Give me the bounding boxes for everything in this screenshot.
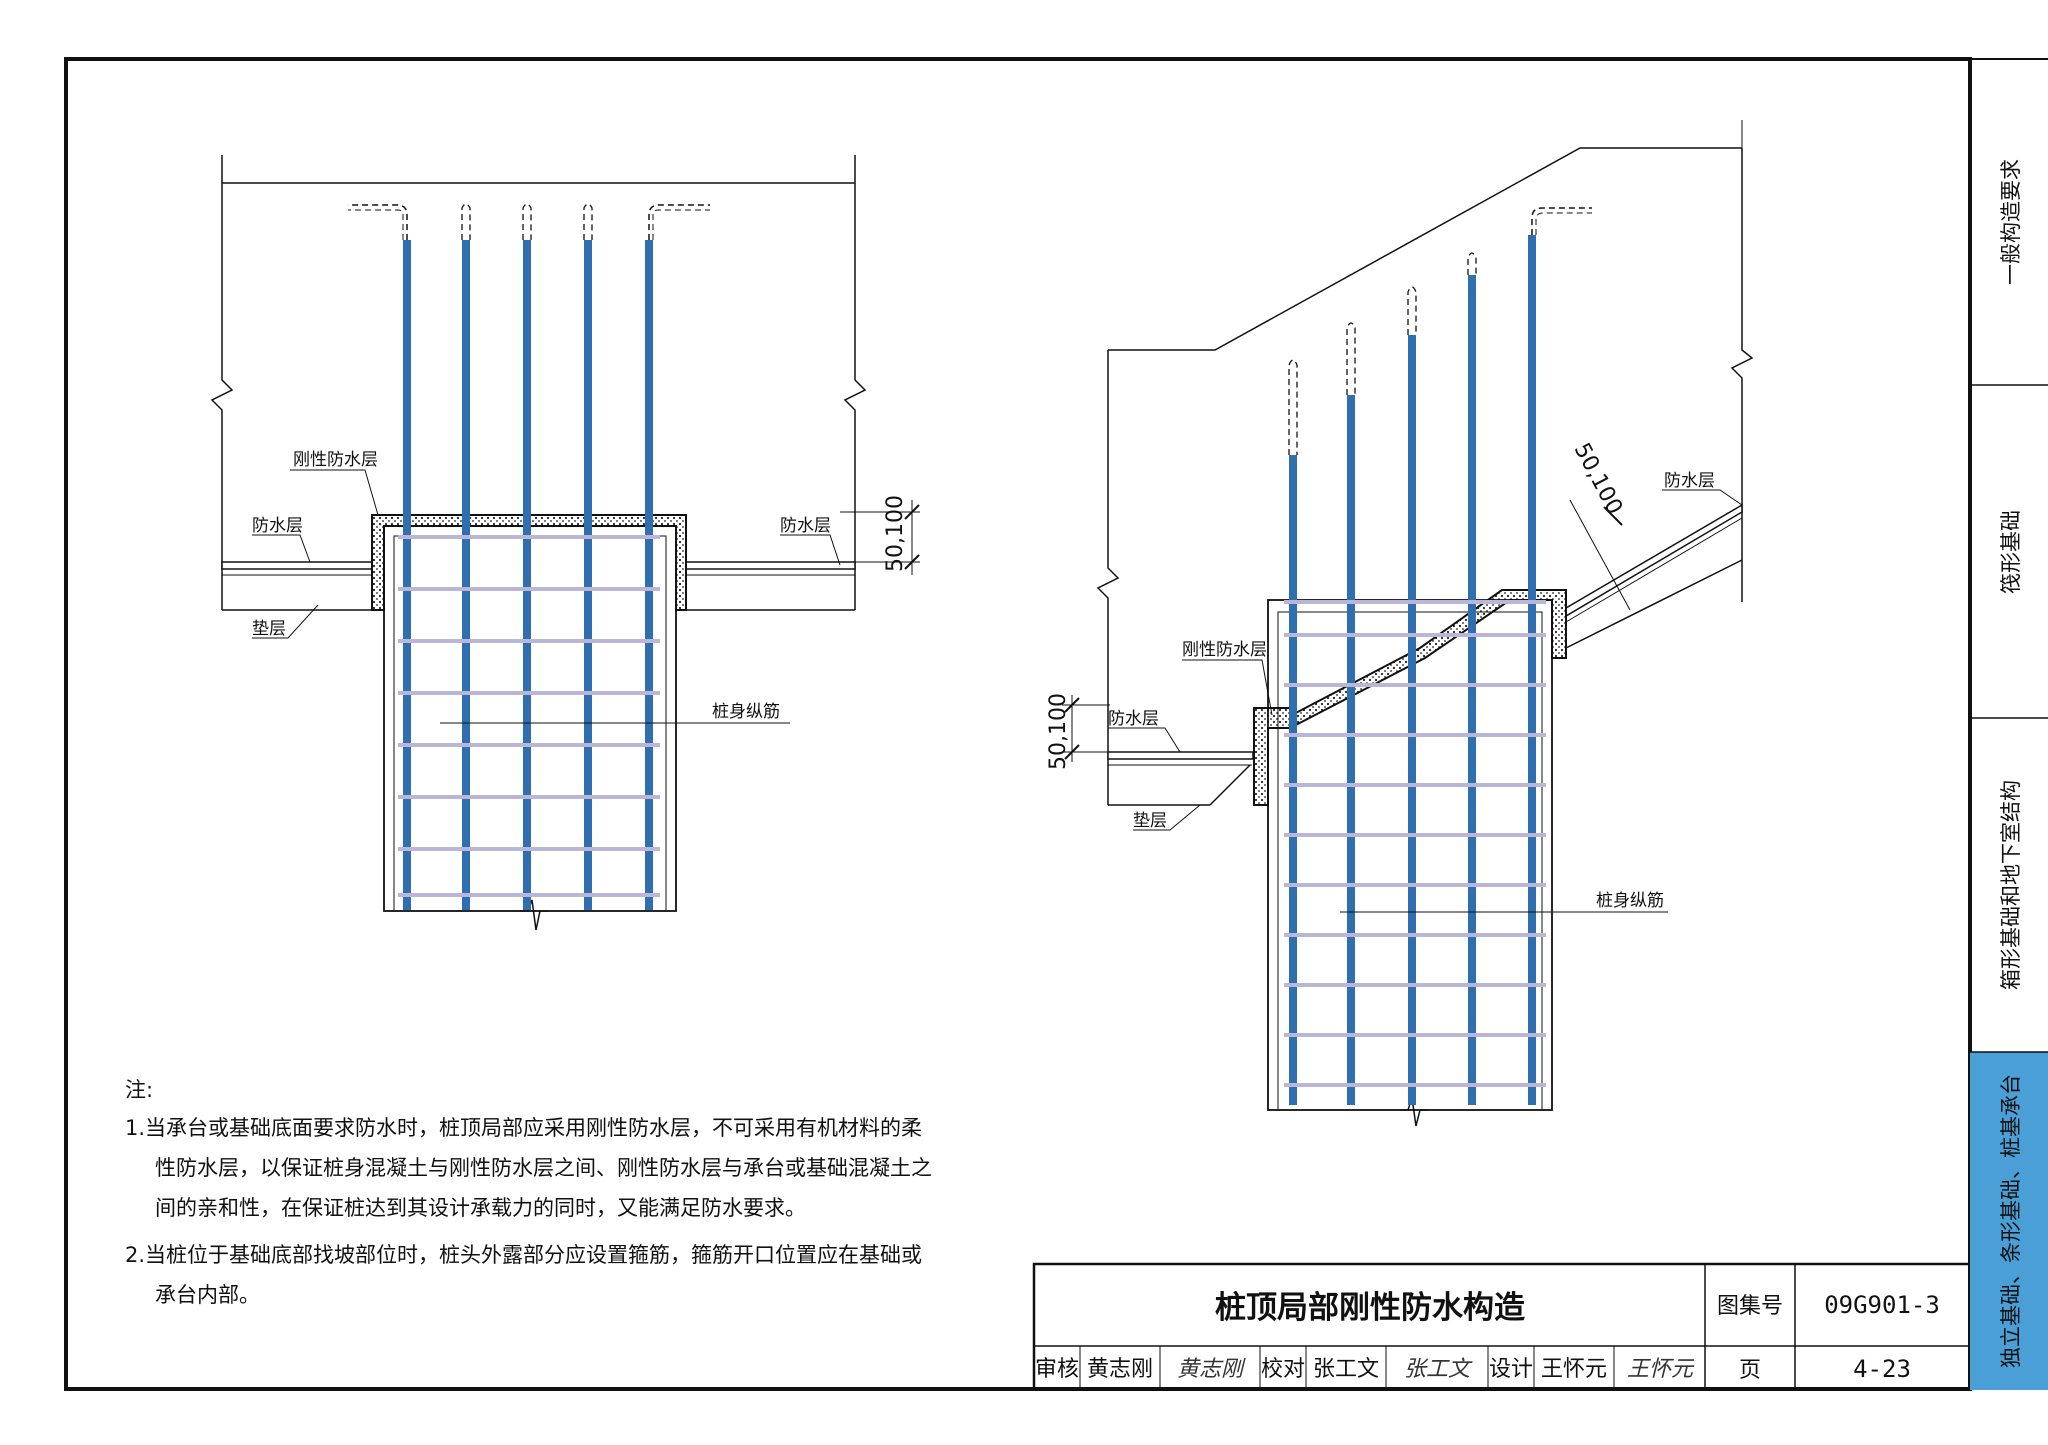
left-rigid-layer-label: 刚性防水层 bbox=[293, 450, 378, 470]
right-detail: 50,100 防水层 刚性防水层 防水层 50,100 垫层 桩身纵筋 bbox=[1046, 120, 1754, 1127]
side-tab-active-bg bbox=[1970, 1052, 2048, 1390]
check-name: 张工文 bbox=[1313, 1357, 1379, 1382]
left-waterproof-label: 防水层 bbox=[252, 516, 303, 536]
right-waterproof-label: 防水层 bbox=[780, 516, 831, 536]
right-dimension: 50,100 bbox=[1046, 693, 1071, 770]
right-waterproof-label: 防水层 bbox=[1108, 709, 1159, 729]
left-pile-rebar-label: 桩身纵筋 bbox=[712, 702, 780, 722]
note-line: 承台内部。 bbox=[155, 1283, 260, 1307]
note-line: 2.当桩位于基础底部找坡部位时，桩头外露部分应设置箍筋，箍筋开口位置应在基础或 bbox=[125, 1243, 922, 1267]
right-pile-rebar-label: 桩身纵筋 bbox=[1596, 891, 1664, 911]
note-line: 性防水层，以保证桩身混凝土与刚性防水层之间、刚性防水层与承台或基础混凝土之 bbox=[155, 1156, 932, 1180]
note-line: 1.当承台或基础底面要求防水时，桩顶局部应采用刚性防水层，不可采用有机材料的柔 bbox=[125, 1116, 922, 1140]
atlas-value: 09G901-3 bbox=[1824, 1291, 1940, 1319]
side-tab-raft[interactable]: 筏形基础 bbox=[1999, 510, 2023, 594]
side-tab-label: 箱形基础和地下室结构 bbox=[1999, 780, 2023, 990]
right-rebars bbox=[1284, 207, 1592, 1105]
note-line: 间的亲和性，在保证桩达到其设计承载力的同时，又能满足防水要求。 bbox=[155, 1196, 806, 1220]
side-tab-label: 一般构造要求 bbox=[1999, 159, 2023, 285]
page-label: 页 bbox=[1739, 1358, 1761, 1383]
title-block: 桩顶局部刚性防水构造 图集号 09G901-3 页 4-23 审核 黄志刚 黄志… bbox=[1032, 1262, 1972, 1391]
drawing-frame bbox=[64, 57, 1972, 1391]
design-signature: 王怀元 bbox=[1627, 1357, 1695, 1382]
side-tab-label: 筏形基础 bbox=[1999, 510, 2023, 594]
design-label: 设计 bbox=[1489, 1357, 1533, 1382]
check-label: 校对 bbox=[1261, 1357, 1305, 1382]
left-dimension: 50,100 bbox=[883, 495, 908, 572]
side-tabs: 一般构造要求 筏形基础 箱形基础和地下室结构 独立基础、条形基础、桩基承台 bbox=[1970, 58, 2048, 1390]
review-name: 黄志刚 bbox=[1087, 1357, 1153, 1382]
left-cushion-label: 垫层 bbox=[252, 619, 286, 639]
check-signature: 张工文 bbox=[1404, 1357, 1473, 1382]
drawing-title: 桩顶局部刚性防水构造 bbox=[1215, 1290, 1525, 1326]
design-name: 王怀元 bbox=[1541, 1357, 1607, 1382]
right-cushion-label: 垫层 bbox=[1133, 811, 1167, 831]
right-rigid-layer-label: 刚性防水层 bbox=[1182, 640, 1267, 660]
side-tab-isolated-pile[interactable]: 独立基础、条形基础、桩基承台 bbox=[1999, 1074, 2023, 1368]
review-label: 审核 bbox=[1035, 1357, 1079, 1382]
notes-heading: 注: bbox=[125, 1078, 153, 1102]
side-tab-general[interactable]: 一般构造要求 bbox=[1999, 159, 2023, 285]
page-value: 4-23 bbox=[1853, 1355, 1911, 1383]
review-signature: 黄志刚 bbox=[1177, 1357, 1246, 1382]
right-slope-dimension: 50,100 bbox=[1569, 439, 1627, 519]
left-detail: 50,100 刚性防水层 防水层 防水层 垫层 桩身纵筋 bbox=[210, 155, 920, 931]
notes: 注: 1.当承台或基础底面要求防水时，桩顶局部应采用刚性防水层，不可采用有机材料… bbox=[125, 1078, 932, 1307]
side-tab-box[interactable]: 箱形基础和地下室结构 bbox=[1999, 780, 2023, 990]
left-rebars bbox=[348, 203, 710, 910]
atlas-label: 图集号 bbox=[1717, 1294, 1783, 1319]
right-waterproof-slope-label: 防水层 bbox=[1664, 471, 1715, 491]
side-tab-label: 独立基础、条形基础、桩基承台 bbox=[1999, 1074, 2023, 1368]
